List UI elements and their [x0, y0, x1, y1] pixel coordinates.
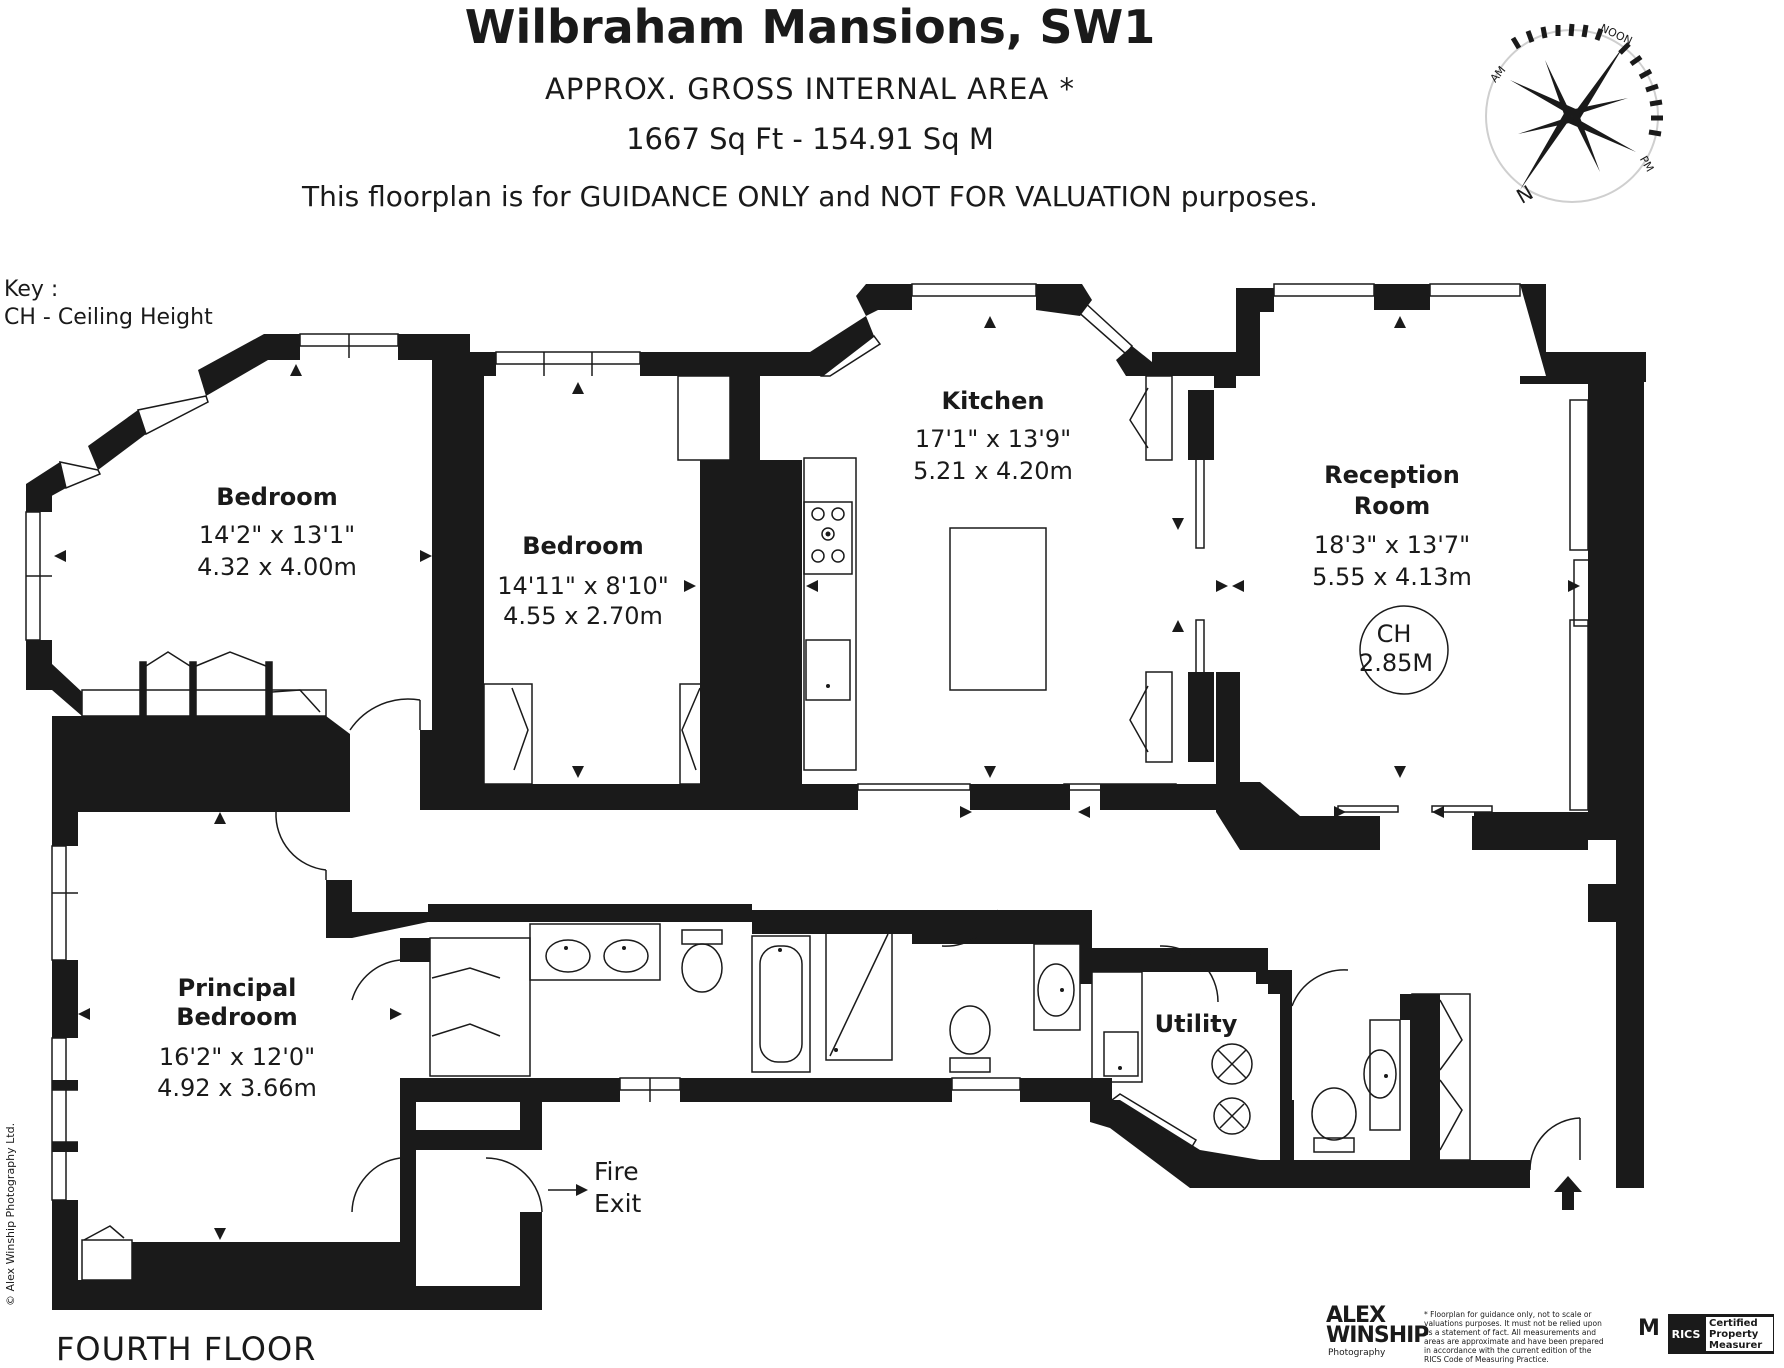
- compass-icon: AM NOON PM N: [1485, 21, 1663, 209]
- principal-name-line1: Principal: [178, 974, 297, 1002]
- plan-title: Wilbraham Mansions, SW1: [464, 0, 1156, 54]
- ceiling-height-value: 2.85M: [1359, 649, 1433, 677]
- logo-line1: ALEX: [1326, 1303, 1386, 1328]
- wardrobes: [81, 375, 1471, 1281]
- key-legend: Key : CH - Ceiling Height: [4, 276, 213, 332]
- fixtures: [529, 375, 1449, 1153]
- bedroom2-metric: 4.55 x 2.70m: [503, 602, 663, 630]
- bedroom1-metric: 4.32 x 4.00m: [197, 553, 357, 581]
- guidance-disclaimer: This floorplan is for GUIDANCE ONLY and …: [302, 180, 1318, 213]
- dimension-arrows: [54, 316, 1580, 1240]
- fire-exit-line1: Fire: [594, 1157, 639, 1186]
- compass-am-label: AM: [1488, 64, 1509, 85]
- fine-print-disclaimer: * Floorplan for guidance only, not to sc…: [1424, 1310, 1604, 1364]
- rics-badge: RICS Certified Property Measurer: [1668, 1314, 1774, 1354]
- windows: [25, 283, 1599, 1201]
- reception-name-line1: Reception: [1324, 461, 1460, 489]
- reception-name-line2: Room: [1354, 492, 1430, 520]
- floor-label: FOURTH FLOOR: [56, 1330, 317, 1368]
- kitchen-imperial: 17'1" x 13'9": [915, 425, 1071, 453]
- logo-line2: WINSHIP: [1326, 1323, 1429, 1348]
- reception-imperial: 18'3" x 13'7": [1314, 531, 1470, 559]
- key-heading: Key :: [4, 277, 59, 302]
- utility-name: Utility: [1155, 1010, 1238, 1038]
- compass-noon-label: NOON: [1598, 21, 1634, 47]
- area-value: 1667 Sq Ft - 154.91 Sq M: [626, 122, 994, 156]
- kitchen-metric: 5.21 x 4.20m: [913, 457, 1073, 485]
- fire-exit-arrow-icon: [548, 1184, 588, 1196]
- fire-exit-line2: Exit: [594, 1189, 642, 1218]
- logo-subtitle: Photography: [1328, 1348, 1386, 1358]
- bedroom1-name: Bedroom: [216, 483, 338, 511]
- principal-imperial: 16'2" x 12'0": [159, 1043, 315, 1071]
- principal-name-line2: Bedroom: [176, 1003, 298, 1031]
- walls: [26, 284, 1646, 1310]
- bedroom1-imperial: 14'2" x 13'1": [199, 521, 355, 549]
- alex-winship-logo: ALEX WINSHIP: [1326, 1303, 1429, 1348]
- ceiling-height-label: CH: [1377, 620, 1412, 648]
- rics-certified-text: Certified Property Measurer: [1706, 1317, 1773, 1351]
- bedroom2-name: Bedroom: [522, 532, 644, 560]
- kitchen-name: Kitchen: [942, 387, 1045, 415]
- reception-metric: 5.55 x 4.13m: [1312, 563, 1472, 591]
- rics-mark: RICS: [1671, 1327, 1701, 1341]
- bedroom2-imperial: 14'11" x 8'10": [497, 572, 669, 600]
- compass-pm-label: PM: [1637, 154, 1656, 174]
- fixture-dots: [564, 531, 1388, 1078]
- compass-north-label: N: [1512, 180, 1537, 208]
- principal-metric: 4.92 x 3.66m: [157, 1074, 317, 1102]
- key-ceiling-height: CH - Ceiling Height: [4, 305, 213, 330]
- doors: [275, 447, 1581, 1213]
- entrance-arrow-icon: [1554, 1176, 1582, 1210]
- measuring-mark-logo: M: [1638, 1316, 1660, 1341]
- area-label: APPROX. GROSS INTERNAL AREA *: [545, 72, 1075, 106]
- copyright-notice: © Alex Winship Photography Ltd.: [4, 1122, 17, 1306]
